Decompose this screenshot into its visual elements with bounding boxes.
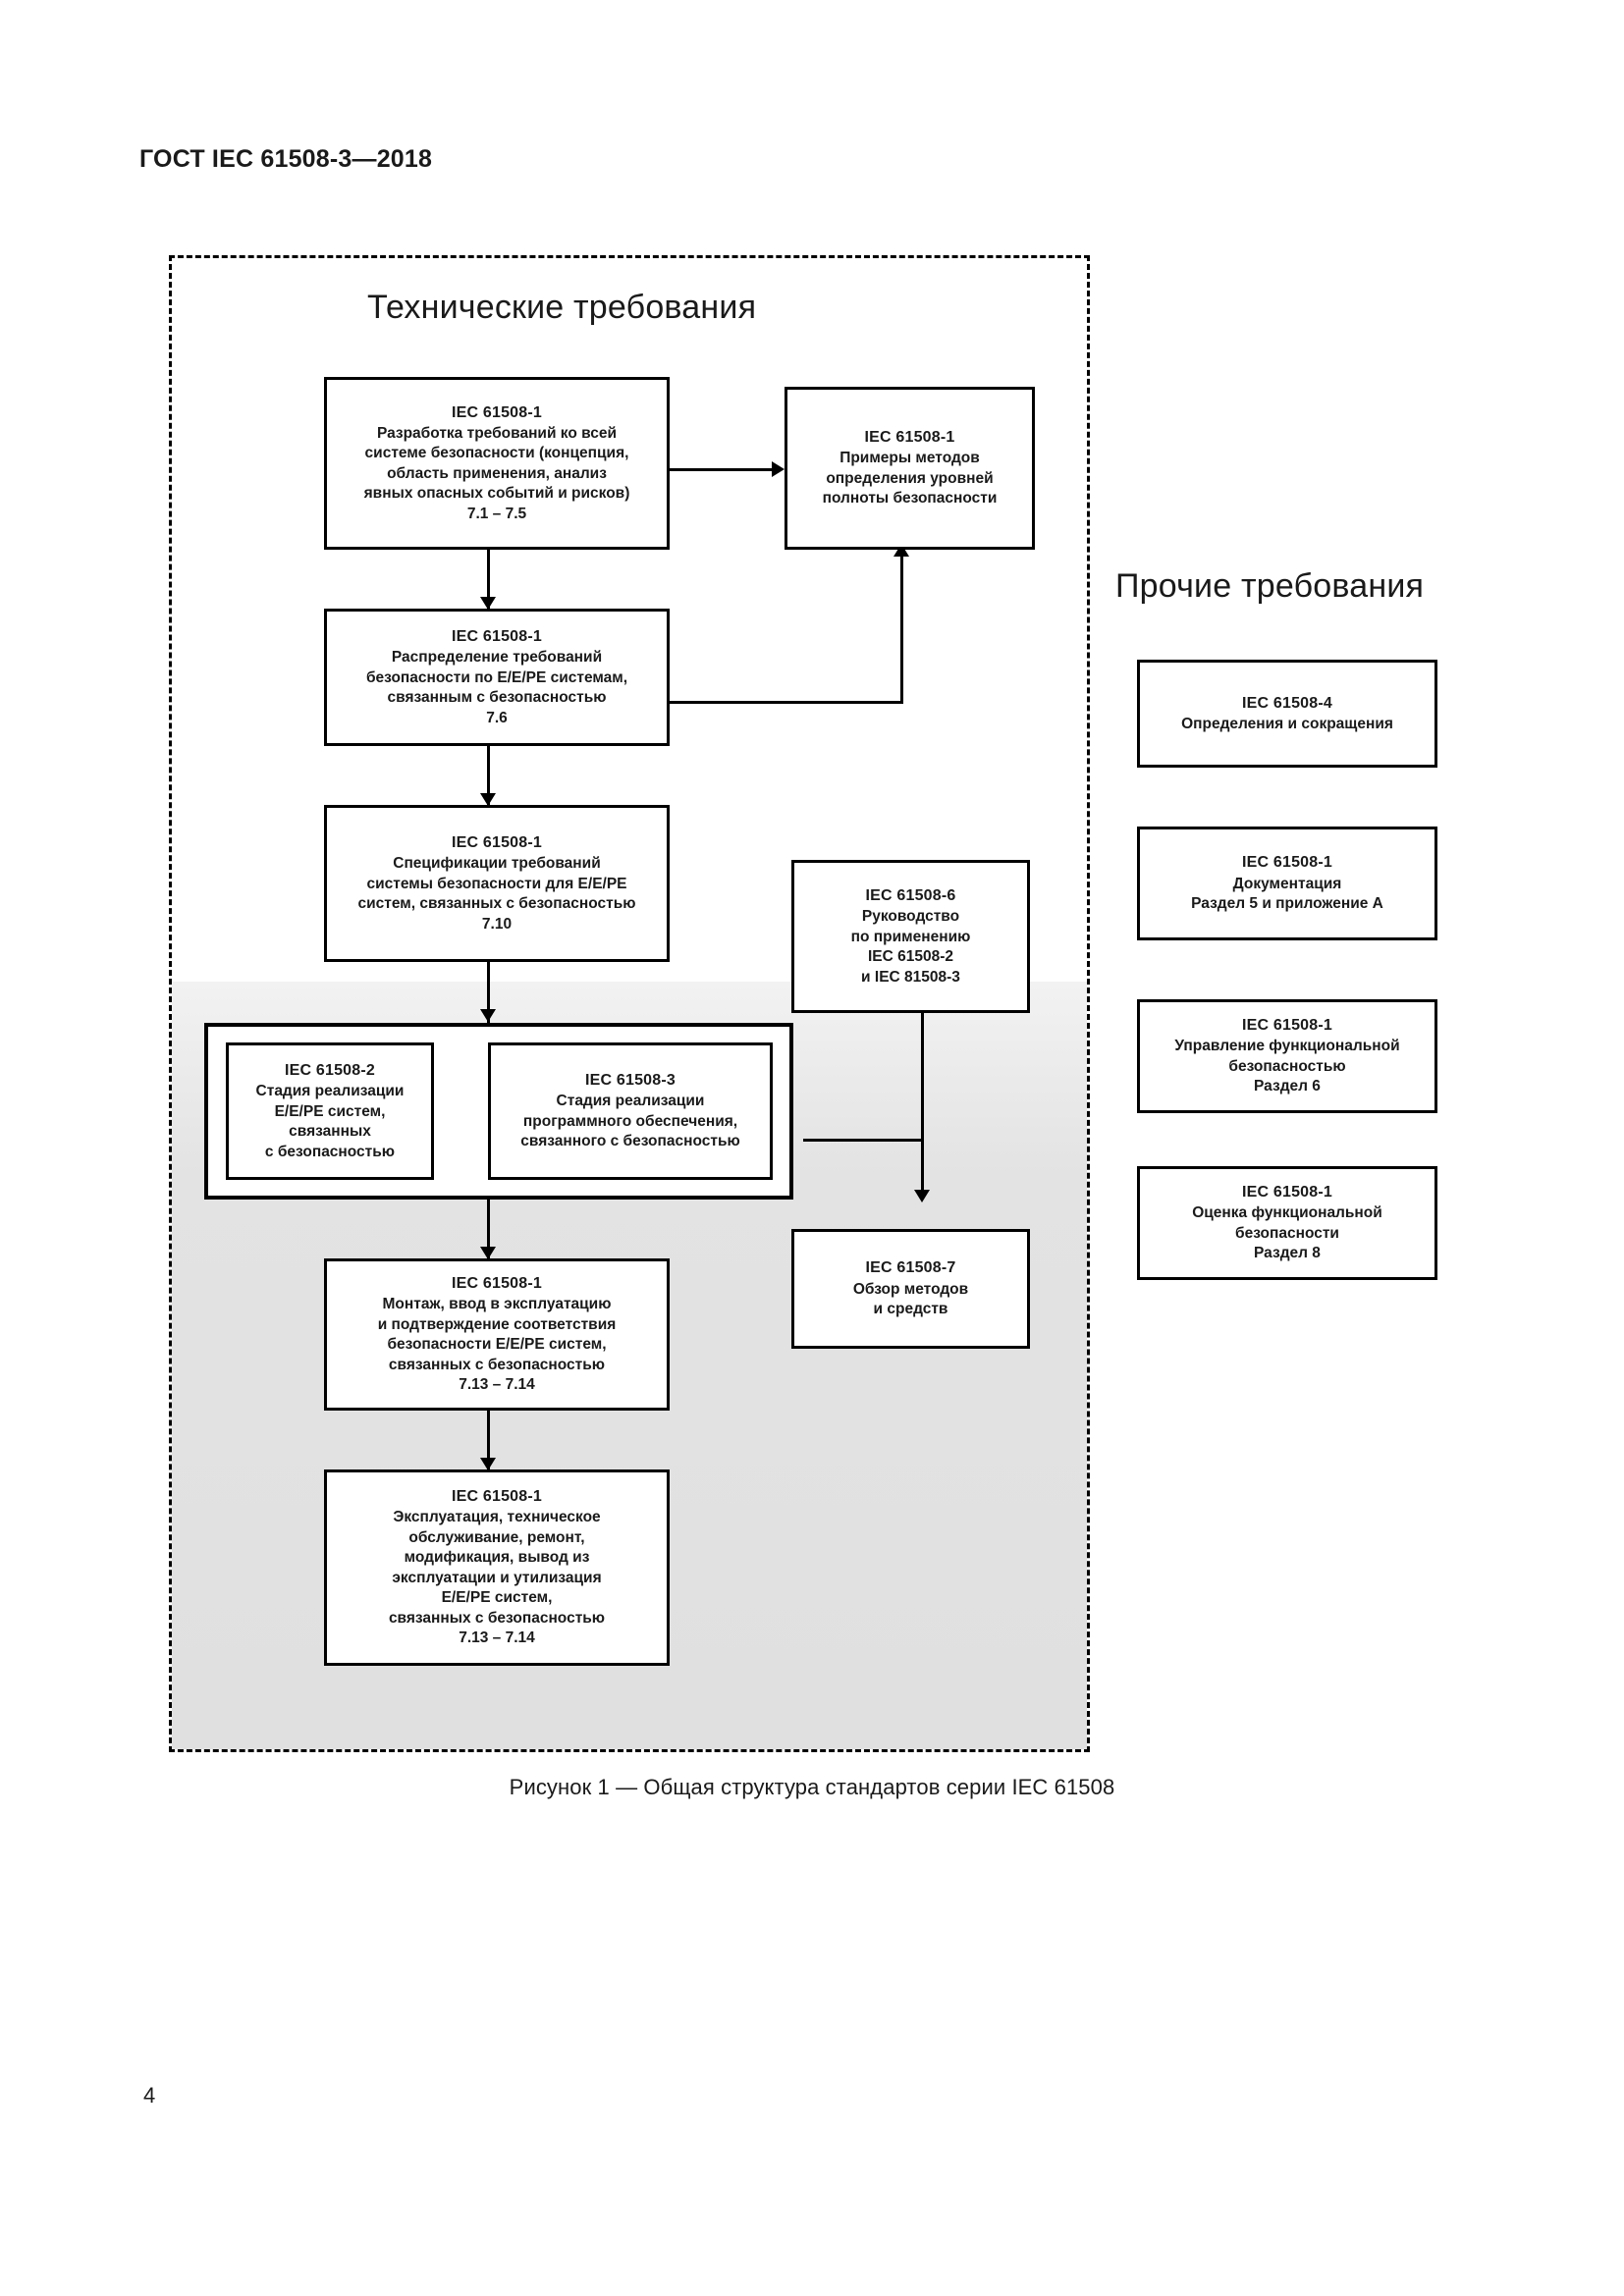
box-definitions-desc: Определения и сокращения <box>1181 715 1393 732</box>
box-fsm-std: IEC 61508-1 <box>1241 1017 1333 1035</box>
box-realisation-hardware-desc: Стадия реализации E/E/PE систем, связанн… <box>255 1083 405 1160</box>
connector-guidance-to-techniques <box>921 1013 924 1200</box>
technical-requirements-frame <box>169 255 1090 1752</box>
box-techniques-overview-desc: Обзор методов и средств <box>852 1280 969 1318</box>
box-fsa-std: IEC 61508-1 <box>1241 1184 1333 1201</box>
connector-spec-to-realisation <box>487 962 490 1023</box>
connector-concept-to-sil <box>670 468 778 471</box>
box-guidance[interactable]: IEC 61508-6 Руководство по применению IE… <box>791 860 1030 1013</box>
box-specification-desc: Спецификации требований системы безопасн… <box>357 855 636 933</box>
figure-general-structure: Технические требования Прочие требования… <box>169 255 1437 1752</box>
box-concept-desc: Разработка требований ко всей системе бе… <box>363 424 630 522</box>
arrowhead-installation-to-operation <box>480 1458 496 1470</box>
connector-allocation-to-spec <box>487 746 490 807</box>
box-allocation-desc: Распределение требований безопасности по… <box>365 649 628 726</box>
page-number: 4 <box>143 2083 156 2108</box>
box-guidance-std: IEC 61508-6 <box>865 887 956 905</box>
box-specification[interactable]: IEC 61508-1 Спецификации требований сист… <box>324 805 670 962</box>
connector-guidance-to-realisation <box>803 1139 923 1142</box>
box-sil-examples-desc: Примеры методов определения уровней полн… <box>822 450 998 507</box>
connector-allocation-up <box>900 556 903 703</box>
technical-requirements-title: Технические требования <box>367 289 757 326</box>
arrowhead-allocation-to-spec <box>480 793 496 806</box>
box-documentation[interactable]: IEC 61508-1 Документация Раздел 5 и прил… <box>1137 827 1437 940</box>
box-functional-safety-management[interactable]: IEC 61508-1 Управление функциональной бе… <box>1137 999 1437 1113</box>
connector-allocation-right <box>670 701 903 704</box>
box-realisation-software-desc: Стадия реализации программного обеспечен… <box>520 1093 740 1150</box>
box-fsm-desc: Управление функциональной безопасностью … <box>1174 1038 1400 1095</box>
box-specification-std: IEC 61508-1 <box>451 834 543 852</box>
box-installation[interactable]: IEC 61508-1 Монтаж, ввод в эксплуатацию … <box>324 1258 670 1411</box>
arrowhead-guidance-to-techniques <box>914 1190 930 1202</box>
box-allocation-std: IEC 61508-1 <box>451 628 543 646</box>
box-installation-desc: Монтаж, ввод в эксплуатацию и подтвержде… <box>377 1296 617 1394</box>
box-techniques-overview-std: IEC 61508-7 <box>865 1259 956 1277</box>
connector-realisation-to-installation <box>487 1200 490 1260</box>
box-operation-std: IEC 61508-1 <box>451 1488 543 1506</box>
box-installation-std: IEC 61508-1 <box>451 1275 543 1293</box>
arrowhead-concept-to-allocation <box>480 597 496 610</box>
arrowhead-realisation-to-installation <box>480 1247 496 1259</box>
figure-caption: Рисунок 1 — Общая структура стандартов с… <box>509 1775 1115 1799</box>
box-sil-examples-std: IEC 61508-1 <box>864 429 955 447</box>
box-documentation-std: IEC 61508-1 <box>1241 854 1333 872</box>
box-sil-examples[interactable]: IEC 61508-1 Примеры методов определения … <box>785 387 1035 550</box>
box-fsa-desc: Оценка функциональной безопасности Разде… <box>1192 1204 1382 1262</box>
box-guidance-desc: Руководство по применению IEC 61508-2 и … <box>850 908 971 986</box>
box-realisation-hardware[interactable]: IEC 61508-2 Стадия реализации E/E/PE сис… <box>226 1042 434 1180</box>
box-definitions[interactable]: IEC 61508-4 Определения и сокращения <box>1137 660 1437 768</box>
box-realisation-software[interactable]: IEC 61508-3 Стадия реализации программно… <box>488 1042 773 1180</box>
connector-installation-to-operation <box>487 1411 490 1471</box>
box-techniques-overview[interactable]: IEC 61508-7 Обзор методов и средств <box>791 1229 1030 1349</box>
arrowhead-spec-to-realisation <box>480 1009 496 1022</box>
box-concept[interactable]: IEC 61508-1 Разработка требований ко все… <box>324 377 670 550</box>
page-header: ГОСТ IEC 61508-3—2018 <box>139 145 433 173</box>
box-realisation-hardware-std: IEC 61508-2 <box>284 1062 376 1080</box>
box-allocation[interactable]: IEC 61508-1 Распределение требований без… <box>324 609 670 746</box>
box-documentation-desc: Документация Раздел 5 и приложение А <box>1191 875 1383 913</box>
other-requirements-title: Прочие требования <box>1115 567 1425 605</box>
box-operation-desc: Эксплуатация, техническое обслуживание, … <box>388 1509 606 1647</box>
connector-concept-to-allocation <box>487 550 490 611</box>
arrowhead-concept-to-sil <box>772 461 785 477</box>
box-realisation-software-std: IEC 61508-3 <box>584 1072 677 1090</box>
box-functional-safety-assessment[interactable]: IEC 61508-1 Оценка функциональной безопа… <box>1137 1166 1437 1280</box>
box-operation[interactable]: IEC 61508-1 Эксплуатация, техническое об… <box>324 1469 670 1666</box>
box-definitions-std: IEC 61508-4 <box>1241 694 1333 712</box>
box-concept-std: IEC 61508-1 <box>451 403 543 421</box>
